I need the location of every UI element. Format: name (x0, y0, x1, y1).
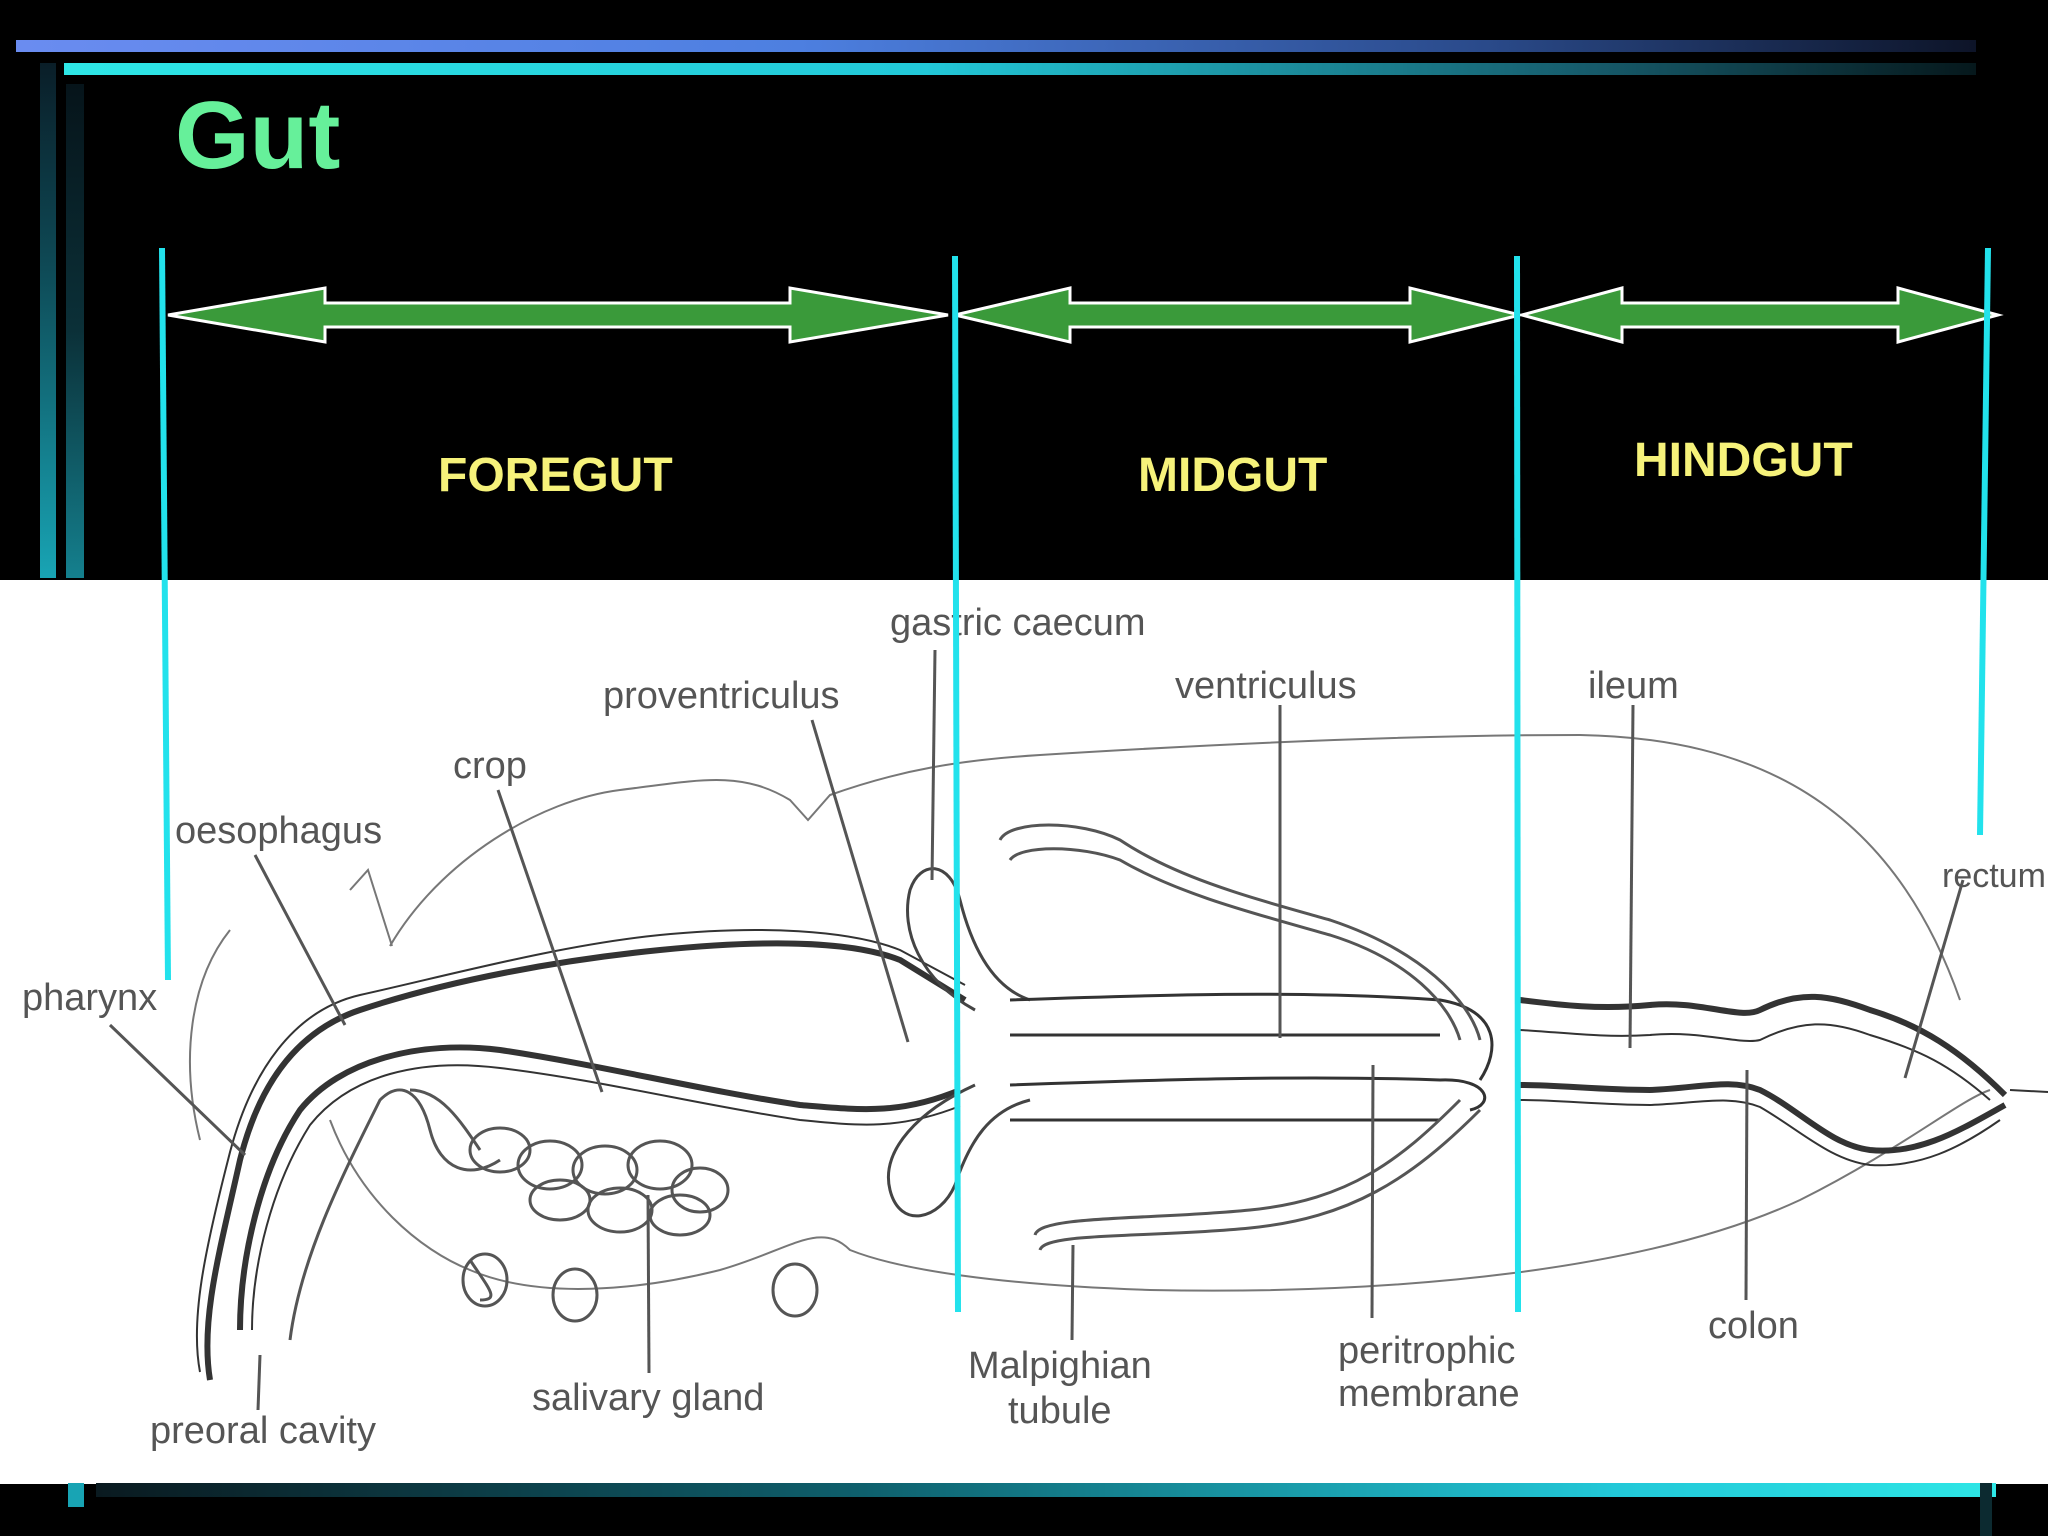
divider-foregut-start (159, 247, 171, 981)
label-pharynx: pharynx (22, 977, 157, 1019)
midgut-arrow (954, 286, 1521, 344)
hindgut-arrow (1516, 286, 2004, 344)
ventriculus-shape (1009, 992, 1494, 1122)
diagram-panel (0, 580, 2048, 1484)
label-rectum: rectum (1942, 857, 2046, 895)
label-gastric-caecum: gastric caecum (890, 602, 1146, 644)
region-arrows (167, 286, 2004, 344)
region-dividers (159, 247, 1991, 1313)
left-accent-bar (40, 63, 56, 578)
label-malpighian-line2: tubule (1008, 1390, 1112, 1432)
label-ventriculus: ventriculus (1175, 665, 1357, 707)
hindgut-walls (1519, 993, 2048, 1167)
foregut-label: FOREGUT (438, 449, 673, 502)
label-proventriculus: proventriculus (603, 675, 840, 717)
bottom-accent-bar (96, 1483, 1996, 1497)
top-accent-bar-secondary (64, 63, 1976, 75)
label-preoral-cavity: preoral cavity (150, 1410, 376, 1452)
pointer-lines (108, 649, 1965, 1411)
top-accent-bar (16, 40, 1976, 52)
malpighian-tubules (998, 823, 1482, 1251)
midgut-label: MIDGUT (1138, 449, 1328, 502)
label-salivary-gland: salivary gland (532, 1377, 764, 1419)
label-colon: colon (1708, 1305, 1799, 1347)
divider-foregut-midgut (952, 255, 961, 1313)
label-peritrophic-line2: membrane (1338, 1373, 1520, 1415)
hindgut-label: HINDGUT (1634, 434, 1853, 487)
bottom-left-accent (68, 1483, 84, 1507)
anatomy-labels: pharynx oesophagus crop proventriculus g… (22, 602, 2046, 1452)
label-peritrophic-line1: peritrophic (1338, 1330, 1515, 1372)
bottom-right-accent (1980, 1483, 1992, 1536)
foregut-walls (195, 929, 967, 1381)
divider-hindgut-end (1977, 247, 1991, 836)
label-malpighian-line1: Malpighian (968, 1345, 1152, 1387)
label-crop: crop (453, 745, 527, 787)
divider-midgut-hindgut (1514, 255, 1521, 1313)
slide-title: Gut (175, 82, 341, 189)
salivary-gland-shape (288, 1088, 819, 1341)
left-accent-bar-secondary (66, 84, 84, 578)
label-ileum: ileum (1588, 665, 1679, 707)
foregut-arrow (167, 286, 949, 344)
label-oesophagus: oesophagus (175, 810, 382, 852)
body-outline (189, 733, 1991, 1292)
